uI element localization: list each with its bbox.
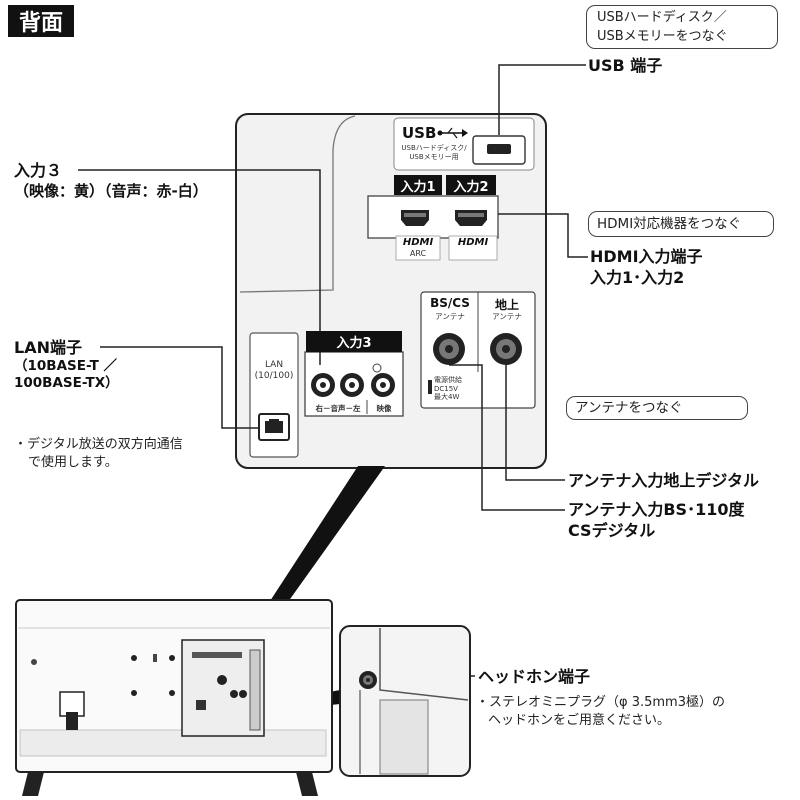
leader-bs — [449, 364, 565, 511]
hdmi-port-1 — [401, 210, 429, 226]
tv-leg-left — [22, 772, 44, 796]
headphone-note-line2: ヘッドホンをご用意ください。 — [488, 713, 671, 728]
panel-bs-cs: BS/CS — [430, 296, 470, 310]
label-input3-line1: 入力３ — [14, 161, 63, 180]
label-headphone: ヘッドホン端子 — [478, 667, 591, 686]
terrestrial-connector — [490, 333, 522, 365]
panel-lan-line1: LAN — [264, 360, 284, 370]
rca-jack-left — [340, 373, 364, 397]
leader-hdmi — [498, 213, 588, 258]
lan-note-line1: ・デジタル放送の双方向通信 — [14, 437, 183, 452]
panel-usb-word: USB — [402, 124, 437, 142]
usb-symbol-icon — [437, 127, 468, 139]
rca-jack-right — [311, 373, 335, 397]
callout-usb-line1: USBハードディスク／ — [597, 10, 727, 25]
tab-input2: 入力2 — [446, 175, 496, 195]
hdmi-port-2 — [455, 210, 487, 226]
leader-input3 — [78, 169, 321, 365]
panel-usb-small-line2: USBメモリー用 — [409, 153, 459, 161]
label-antenna-bs-line2: CSデジタル — [568, 521, 656, 540]
callout-antenna: アンテナをつなぐ — [566, 396, 748, 420]
panel-bs-antenna: アンテナ — [435, 312, 465, 321]
panel-lan-label: LAN (10/100) — [250, 360, 298, 382]
callout-usb: USBハードディスク／ USBメモリーをつなぐ — [586, 5, 778, 49]
label-antenna-bs-line1: アンテナ入力BS･110度 — [568, 500, 745, 519]
lan-note: ・デジタル放送の双方向通信 で使用します。 — [14, 436, 183, 472]
label-lan-line1: LAN端子 — [14, 338, 82, 357]
label-lan-line3: 100BASE-TX） — [14, 375, 119, 391]
power-icon — [428, 380, 432, 394]
panel-terrestrial-antenna: アンテナ — [492, 312, 522, 321]
panel-power-supply: 電源供給 DC15V 最大4W — [434, 376, 474, 402]
panel-inner-edge — [239, 115, 356, 293]
label-lan-line2: （10BASE-T ／ — [14, 358, 117, 374]
leader-lan — [100, 346, 260, 429]
hdmi-logo-2: HDMI — [457, 237, 489, 248]
headphone-note: ・ステレオミニプラグ（φ 3.5mm3極）の ヘッドホンをご用意ください。 — [476, 694, 725, 730]
label-hdmi-line1: HDMI入力端子 — [590, 247, 703, 266]
callout-hdmi: HDMI対応機器をつなぐ — [588, 211, 774, 237]
label-antenna-terrestrial: アンテナ入力地上デジタル — [568, 471, 760, 490]
bs-cs-connector — [433, 333, 465, 365]
panel-lan-line2: (10/100) — [254, 371, 294, 381]
label-antenna-bs: アンテナ入力BS･110度 CSデジタル — [568, 499, 744, 541]
headphone-note-line1: ・ステレオミニプラグ（φ 3.5mm3極）の — [476, 695, 725, 710]
callout-usb-line2: USBメモリーをつなぐ — [597, 29, 728, 44]
tab-input3: 入力3 — [306, 331, 402, 352]
usb-port — [487, 144, 511, 154]
tab-input1: 入力1 — [394, 175, 442, 195]
leader-usb — [498, 64, 586, 135]
panel-usb-small-line1: USBハードディスク/ — [401, 144, 467, 152]
hdmi-arc-label: ARC — [409, 249, 427, 258]
panel-av-labels: 右－音声－左 — [315, 404, 361, 413]
panel-power-line3: 最大4W — [434, 393, 460, 401]
panel-usb-small: USBハードディスク/ USBメモリー用 — [396, 144, 472, 162]
panel-terrestrial: 地上 — [494, 298, 519, 312]
label-input3-line2: （映像：黄）（音声：赤-白） — [14, 182, 208, 200]
label-input3: 入力３ （映像：黄）（音声：赤-白） — [14, 160, 208, 202]
tv-leg-right — [296, 772, 318, 796]
label-usb-port: USB 端子 — [588, 56, 663, 75]
leader-terrestrial — [505, 365, 565, 481]
panel-power-line1: 電源供給 — [434, 376, 462, 384]
rca-jack-video — [371, 373, 395, 397]
headphone-jack — [359, 671, 377, 689]
page-title: 背面 — [8, 5, 74, 37]
label-hdmi-port: HDMI入力端子 入力1･入力2 — [590, 246, 703, 288]
hdmi-logo-1: HDMI — [402, 237, 434, 248]
lan-note-line2: で使用します。 — [28, 455, 118, 470]
label-lan: LAN端子 （10BASE-T ／ 100BASE-TX） — [14, 337, 119, 392]
panel-video-label: 映像 — [376, 404, 392, 413]
panel-power-line2: DC15V — [434, 384, 458, 393]
label-hdmi-line2: 入力1･入力2 — [590, 268, 685, 287]
